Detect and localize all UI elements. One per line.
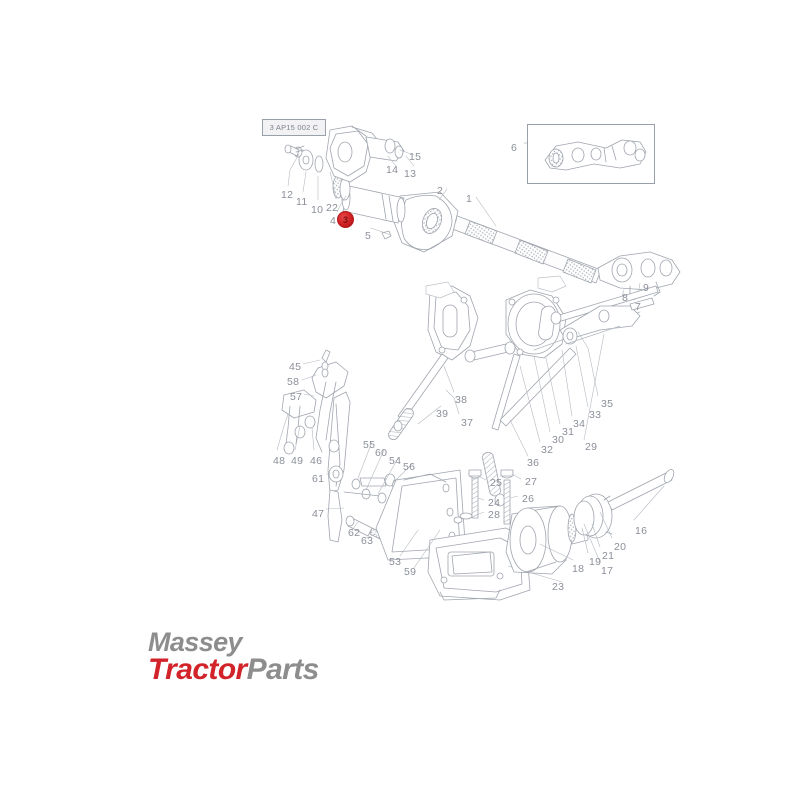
callout-label-25[interactable]: 25 <box>490 477 503 489</box>
callout-label-56[interactable]: 56 <box>403 461 416 473</box>
callout-label-48[interactable]: 48 <box>273 455 286 467</box>
logo-word-parts: Parts <box>246 652 320 686</box>
callout-label-59[interactable]: 59 <box>404 566 417 578</box>
callout-label-19[interactable]: 19 <box>589 556 602 568</box>
callout-label-34[interactable]: 34 <box>573 418 586 430</box>
callout-label-12[interactable]: 12 <box>281 189 294 201</box>
callout-label-4[interactable]: 4 <box>330 215 337 227</box>
callout-label-17[interactable]: 17 <box>601 565 614 577</box>
callout-label-27[interactable]: 27 <box>525 476 538 488</box>
logo-line-tractorparts: TractorParts <box>148 652 320 686</box>
highlighted-part-marker[interactable]: 3 <box>337 211 354 228</box>
callout-label-2[interactable]: 2 <box>437 185 444 197</box>
callout-label-58[interactable]: 58 <box>287 376 300 388</box>
callout-label-16[interactable]: 16 <box>635 525 648 537</box>
inset-part-detail <box>523 139 647 171</box>
callout-label-14[interactable]: 14 <box>386 164 399 176</box>
brand-logo: Massey TractorParts <box>148 627 320 686</box>
callout-label-30[interactable]: 30 <box>552 434 565 446</box>
callout-label-21[interactable]: 21 <box>602 550 615 562</box>
drum-and-shaft <box>505 469 675 575</box>
rockshaft-and-links <box>388 285 659 507</box>
gearbox-housing <box>375 469 563 601</box>
main-shaft-group <box>284 125 602 284</box>
reference-code-text: 3 AP15 002 C <box>269 123 319 132</box>
callout-label-29[interactable]: 29 <box>585 441 598 453</box>
callout-label-24[interactable]: 24 <box>488 497 501 509</box>
callout-label-9[interactable]: 9 <box>643 282 650 294</box>
callout-label-26[interactable]: 26 <box>522 493 535 505</box>
callout-label-31[interactable]: 31 <box>562 426 575 438</box>
callout-label-13[interactable]: 13 <box>404 168 417 180</box>
inset-detail-frame <box>527 124 655 184</box>
callout-label-45[interactable]: 45 <box>289 361 302 373</box>
callout-label-32[interactable]: 32 <box>541 444 554 456</box>
logo-word-tractor: Tractor <box>148 652 247 686</box>
callout-label-10[interactable]: 10 <box>311 204 324 216</box>
callout-label-20[interactable]: 20 <box>614 541 627 553</box>
highlighted-part-number: 3 <box>342 214 348 225</box>
callout-label-18[interactable]: 18 <box>572 563 585 575</box>
callout-label-22[interactable]: 22 <box>326 202 339 214</box>
callout-label-49[interactable]: 49 <box>291 455 304 467</box>
callout-label-46[interactable]: 46 <box>310 455 323 467</box>
callout-label-61[interactable]: 61 <box>312 473 325 485</box>
callout-label-35[interactable]: 35 <box>601 398 614 410</box>
callout-label-5[interactable]: 5 <box>365 230 372 242</box>
callout-label-63[interactable]: 63 <box>361 535 374 547</box>
callout-label-6[interactable]: 6 <box>511 142 518 154</box>
background-brackets <box>425 275 567 299</box>
callout-label-7[interactable]: 7 <box>635 301 642 313</box>
reference-code-box: 3 AP15 002 C <box>262 119 326 136</box>
callout-label-39[interactable]: 39 <box>436 408 449 420</box>
callout-label-53[interactable]: 53 <box>389 556 402 568</box>
callout-label-33[interactable]: 33 <box>589 409 602 421</box>
callout-label-38[interactable]: 38 <box>455 394 468 406</box>
callout-label-8[interactable]: 8 <box>622 292 629 304</box>
right-lift-arm <box>597 251 681 301</box>
callout-label-57[interactable]: 57 <box>290 391 303 403</box>
callout-label-37[interactable]: 37 <box>461 417 474 429</box>
callout-label-47[interactable]: 47 <box>312 508 325 520</box>
callout-label-1[interactable]: 1 <box>466 193 473 205</box>
callout-label-55[interactable]: 55 <box>363 439 376 451</box>
callout-label-36[interactable]: 36 <box>527 457 540 469</box>
callout-label-62[interactable]: 62 <box>348 527 361 539</box>
callout-label-28[interactable]: 28 <box>488 509 501 521</box>
callout-label-60[interactable]: 60 <box>375 447 388 459</box>
callout-label-11[interactable]: 11 <box>296 196 308 208</box>
callout-label-23[interactable]: 23 <box>552 581 565 593</box>
logo-line-massey: Massey <box>148 627 243 657</box>
callout-label-54[interactable]: 54 <box>389 455 402 467</box>
callout-label-15[interactable]: 15 <box>409 151 422 163</box>
diagram-linework <box>276 125 681 601</box>
